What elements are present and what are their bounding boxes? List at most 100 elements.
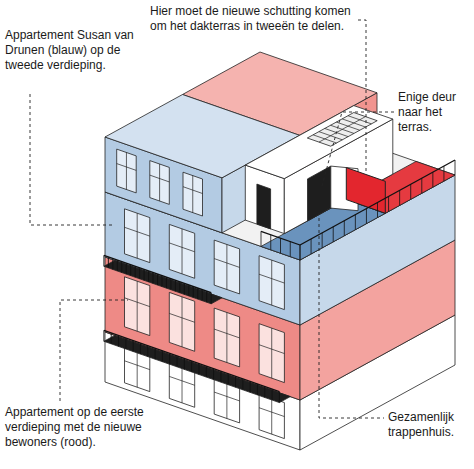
window bbox=[169, 224, 194, 278]
window-frame bbox=[125, 361, 150, 370]
balcony-railing bbox=[184, 283, 185, 294]
balcony-railing bbox=[103, 255, 104, 266]
new-fence bbox=[346, 168, 385, 214]
roof-railing bbox=[311, 239, 312, 254]
balcony-railing bbox=[179, 282, 180, 293]
window-frame bbox=[159, 164, 160, 201]
window bbox=[150, 161, 170, 205]
window-frame bbox=[169, 313, 194, 322]
callout-label: Appartement op de eerste verdieping met … bbox=[5, 405, 157, 450]
roof-railing bbox=[388, 196, 389, 211]
leader-line bbox=[358, 20, 366, 172]
balcony-railing bbox=[140, 343, 141, 354]
balcony-railing bbox=[228, 374, 229, 385]
roof-railing bbox=[377, 203, 378, 218]
roof-railing bbox=[300, 160, 455, 245]
balcony-slab bbox=[104, 335, 290, 402]
window bbox=[183, 172, 203, 216]
leader-line bbox=[30, 94, 112, 225]
balcony-railing bbox=[162, 351, 163, 362]
balcony-railing bbox=[104, 330, 280, 391]
window-frame bbox=[214, 259, 239, 268]
window-frame bbox=[126, 152, 127, 189]
balcony-railing bbox=[175, 280, 176, 291]
balcony-railing bbox=[235, 376, 236, 387]
roof-railing bbox=[290, 242, 291, 257]
window-frame bbox=[226, 313, 227, 363]
balcony-railing bbox=[147, 346, 148, 357]
balcony-railing bbox=[130, 265, 131, 276]
balcony-railing bbox=[206, 366, 207, 377]
window bbox=[214, 240, 239, 294]
window bbox=[117, 149, 137, 193]
balcony-railing bbox=[213, 369, 214, 380]
balcony-railing bbox=[139, 268, 140, 279]
window-frame bbox=[271, 260, 272, 305]
stair-flight bbox=[307, 113, 377, 147]
window-frame bbox=[183, 187, 203, 194]
stairwell-opening bbox=[245, 106, 392, 179]
leader-line bbox=[60, 300, 128, 401]
leader-line bbox=[322, 112, 394, 186]
stairwell-door bbox=[257, 184, 271, 229]
balcony-railing bbox=[148, 271, 149, 282]
leader-line bbox=[319, 212, 384, 418]
window-frame bbox=[259, 274, 284, 283]
balcony-railing bbox=[133, 341, 134, 352]
window bbox=[125, 277, 150, 336]
window-frame bbox=[150, 175, 170, 182]
window-frame bbox=[117, 164, 137, 171]
roof-railing bbox=[421, 178, 422, 193]
balcony-railing bbox=[191, 361, 192, 372]
balcony-railing bbox=[121, 262, 122, 273]
window-frame bbox=[214, 329, 239, 338]
roof-railing bbox=[410, 184, 411, 199]
balcony-railing bbox=[144, 269, 145, 280]
roof-railing bbox=[280, 238, 281, 253]
balcony-railing bbox=[166, 277, 167, 288]
callout-label: Appartement Susan van Drunen (blauw) op … bbox=[5, 28, 145, 73]
balcony-railing bbox=[153, 272, 154, 283]
window-frame bbox=[214, 392, 239, 401]
balcony-railing bbox=[279, 392, 280, 403]
balcony-railing bbox=[108, 257, 109, 268]
callout-label: Enige deur naar het terras. bbox=[398, 90, 470, 135]
window-frame bbox=[169, 243, 194, 252]
balcony-railing bbox=[198, 364, 199, 375]
window-frame bbox=[169, 376, 194, 385]
window-frame bbox=[259, 408, 284, 417]
stair-rail bbox=[319, 117, 366, 143]
roof-railing bbox=[455, 160, 456, 175]
balcony-railing bbox=[118, 335, 119, 346]
balcony-slab bbox=[104, 260, 222, 303]
window-frame bbox=[137, 351, 138, 387]
balcony-railing bbox=[206, 291, 207, 302]
balcony-railing bbox=[242, 379, 243, 390]
roof-railing bbox=[366, 209, 367, 224]
balcony-railing bbox=[188, 285, 189, 296]
window-frame bbox=[259, 345, 284, 354]
balcony-railing bbox=[184, 358, 185, 369]
balcony-railing bbox=[197, 288, 198, 299]
window-frame bbox=[271, 328, 272, 378]
window bbox=[259, 256, 284, 310]
window bbox=[125, 209, 150, 263]
balcony-railing bbox=[211, 293, 212, 304]
roof-railing bbox=[432, 172, 433, 187]
balcony-railing bbox=[250, 381, 251, 392]
balcony-railing bbox=[202, 290, 203, 301]
window bbox=[169, 292, 194, 351]
roof-railing bbox=[344, 221, 345, 236]
roof-railing bbox=[300, 245, 301, 260]
window-frame bbox=[182, 229, 183, 274]
window-frame bbox=[137, 213, 138, 258]
balcony-railing bbox=[220, 371, 221, 382]
window bbox=[259, 324, 284, 383]
callout-label: Gezamenlijk trappenhuis. bbox=[388, 410, 470, 440]
window-frame bbox=[125, 298, 150, 307]
roof-railing bbox=[443, 166, 444, 181]
balcony-railing bbox=[169, 353, 170, 364]
roof-railing bbox=[355, 215, 356, 230]
window-frame bbox=[271, 398, 272, 434]
